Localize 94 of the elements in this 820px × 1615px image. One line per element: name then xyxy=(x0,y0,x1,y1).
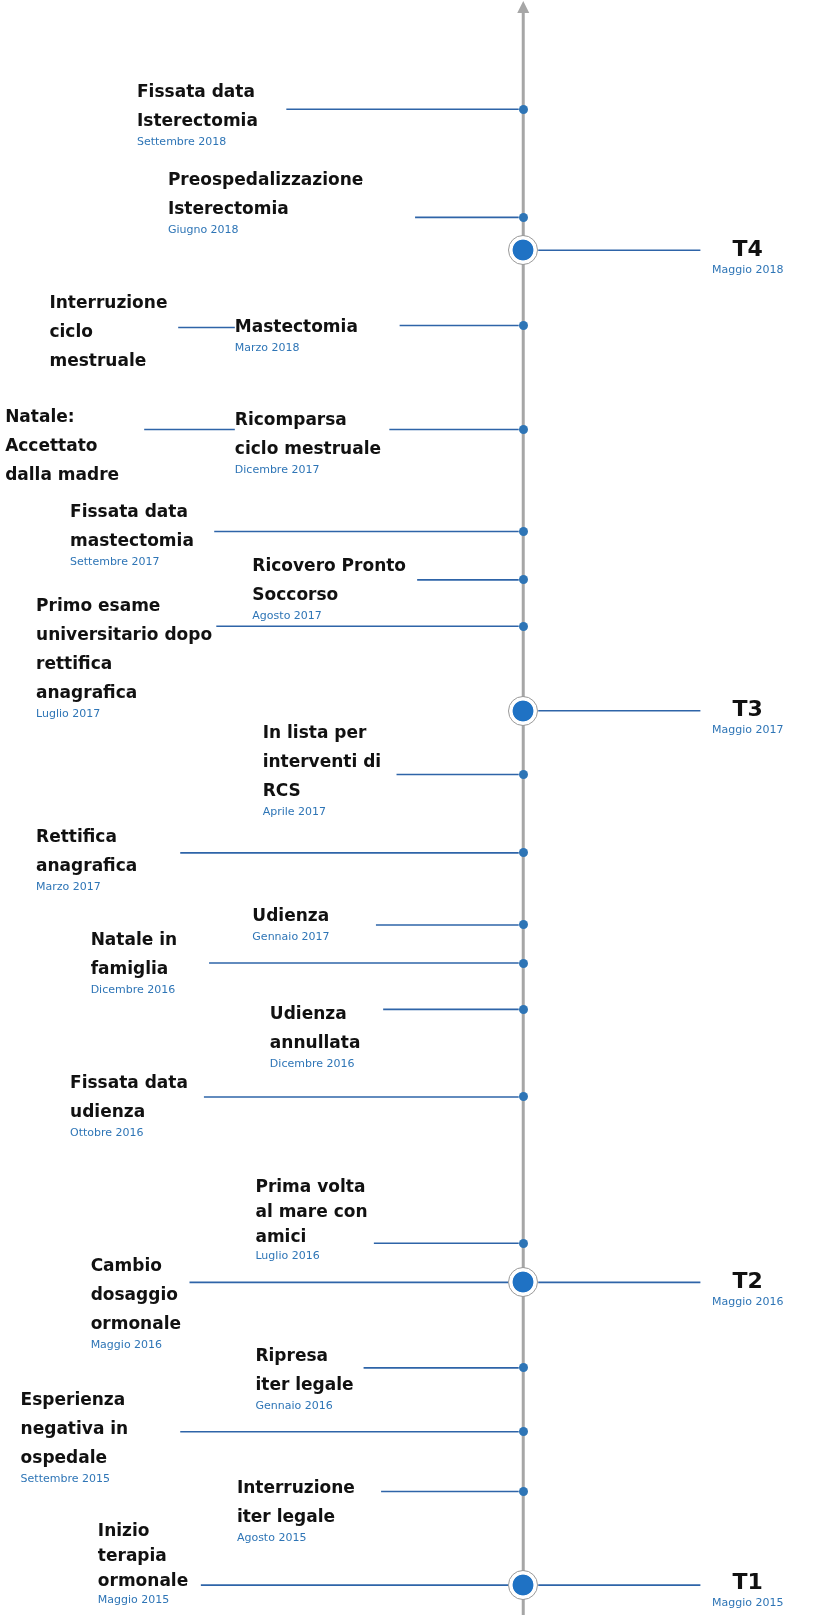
timeline-dot xyxy=(518,958,528,968)
date-label: Maggio 2016 xyxy=(711,1294,785,1309)
date-label: Maggio 2015 xyxy=(711,1595,785,1610)
milestone-marker xyxy=(508,235,539,266)
timeline-dot xyxy=(518,1427,528,1437)
date-label: Luglio 2016 xyxy=(255,1249,321,1264)
leader-line xyxy=(200,1584,510,1586)
date-label: Luglio 2017 xyxy=(36,707,102,722)
leader-line xyxy=(179,1430,520,1433)
period-label: T1 xyxy=(731,1567,764,1596)
event-label: Ripresa iter legale xyxy=(255,1344,355,1397)
event-label: Fissata data udienza xyxy=(70,1071,189,1124)
date-label: Maggio 2016 xyxy=(90,1338,164,1353)
timeline-dot xyxy=(518,848,528,858)
date-label: Ottobre 2016 xyxy=(70,1126,145,1141)
timeline-dot xyxy=(518,425,528,434)
event-label: Udienza annullata xyxy=(269,1002,362,1055)
leader-line xyxy=(215,625,520,628)
event-label: Cambio dosaggio ormonale xyxy=(90,1254,182,1336)
date-label: Maggio 2018 xyxy=(711,262,785,277)
timeline-dot xyxy=(518,104,528,114)
date-label: Dicembre 2017 xyxy=(234,462,321,477)
timeline-dot xyxy=(518,212,528,222)
timeline-dot xyxy=(518,621,528,631)
milestone-marker xyxy=(508,1570,539,1601)
leader-line xyxy=(380,1490,520,1493)
event-label: Esperienza negativa in ospedale xyxy=(20,1388,130,1470)
event-label: In lista per interventi di RCS xyxy=(262,720,383,802)
timeline-dot xyxy=(518,575,528,585)
event-label: Primo esame universitario dopo rettifica anagrafica xyxy=(36,594,214,705)
leader-line xyxy=(388,428,520,431)
event-label: Fissata data Isterectomia xyxy=(137,80,259,133)
leader-line xyxy=(375,924,520,926)
period-label: T4 xyxy=(731,234,764,263)
event-label: Ricovero Pronto Soccorso xyxy=(252,554,408,607)
date-label: Settembre 2018 xyxy=(137,135,228,150)
date-label: Aprile 2017 xyxy=(262,804,328,819)
date-label: Gennaio 2017 xyxy=(252,930,331,945)
leader-line xyxy=(382,1008,520,1011)
leader-line xyxy=(537,1281,702,1284)
date-label: Agosto 2015 xyxy=(236,1530,308,1545)
timeline-dot xyxy=(518,770,528,780)
milestone-marker xyxy=(508,1267,539,1298)
event-label: Natale: Accettato dalla madre xyxy=(5,404,121,486)
leader-line xyxy=(179,852,520,854)
leader-line xyxy=(373,1242,520,1244)
event-label: Mastectomia xyxy=(234,315,359,339)
milestone-marker xyxy=(508,695,539,726)
leader-line xyxy=(213,530,520,533)
leader-line xyxy=(203,1096,520,1098)
leader-line xyxy=(414,216,520,219)
leader-line xyxy=(537,249,702,252)
date-label: Dicembre 2016 xyxy=(90,982,177,997)
date-label: Gennaio 2016 xyxy=(255,1399,334,1414)
timeline-dot xyxy=(518,1238,528,1248)
event-label: Ricomparsa ciclo mestruale xyxy=(234,407,383,460)
event-label: Fissata data mastectomia xyxy=(70,500,195,553)
leader-line xyxy=(537,709,702,712)
date-label: Settembre 2017 xyxy=(70,555,161,570)
timeline-dot xyxy=(518,1363,528,1373)
event-label: Preospedalizzazione Isterectomia xyxy=(167,167,365,220)
leader-line xyxy=(416,579,520,581)
date-label: Maggio 2017 xyxy=(711,723,785,738)
leader-line xyxy=(208,962,520,964)
event-label: Interruzione iter legale xyxy=(236,1475,356,1528)
date-label: Settembre 2015 xyxy=(20,1472,111,1487)
date-label: Marzo 2017 xyxy=(36,879,102,894)
event-label: Prima volta al mare con amici xyxy=(255,1175,369,1249)
event-label: Rettifica anagrafica xyxy=(36,824,139,877)
timeline-dot xyxy=(518,1486,528,1496)
date-label: Maggio 2015 xyxy=(97,1593,171,1608)
leader-line xyxy=(537,1584,702,1586)
leader-line xyxy=(177,326,236,329)
date-label: Giugno 2018 xyxy=(167,222,240,237)
timeline-dot xyxy=(518,1092,528,1102)
leader-line xyxy=(188,1281,510,1284)
event-label: Inizio terapia ormonale xyxy=(97,1519,190,1593)
date-label: Marzo 2018 xyxy=(234,341,301,356)
event-label: Natale in famiglia xyxy=(90,927,179,980)
timeline-dot xyxy=(518,526,528,536)
period-label: T3 xyxy=(731,695,764,724)
event-label: Udienza xyxy=(252,904,331,928)
period-label: T2 xyxy=(731,1266,764,1295)
leader-line xyxy=(398,324,520,327)
timeline-dot xyxy=(518,1004,528,1014)
date-label: Agosto 2017 xyxy=(252,609,323,624)
timeline-dot xyxy=(518,320,528,330)
leader-line xyxy=(285,108,520,110)
event-label: Interruzione ciclo mestruale xyxy=(49,291,169,373)
leader-line xyxy=(395,773,520,776)
leader-line xyxy=(362,1367,520,1369)
leader-line xyxy=(143,428,236,431)
timeline-dot xyxy=(518,920,528,930)
date-label: Dicembre 2016 xyxy=(269,1057,356,1072)
